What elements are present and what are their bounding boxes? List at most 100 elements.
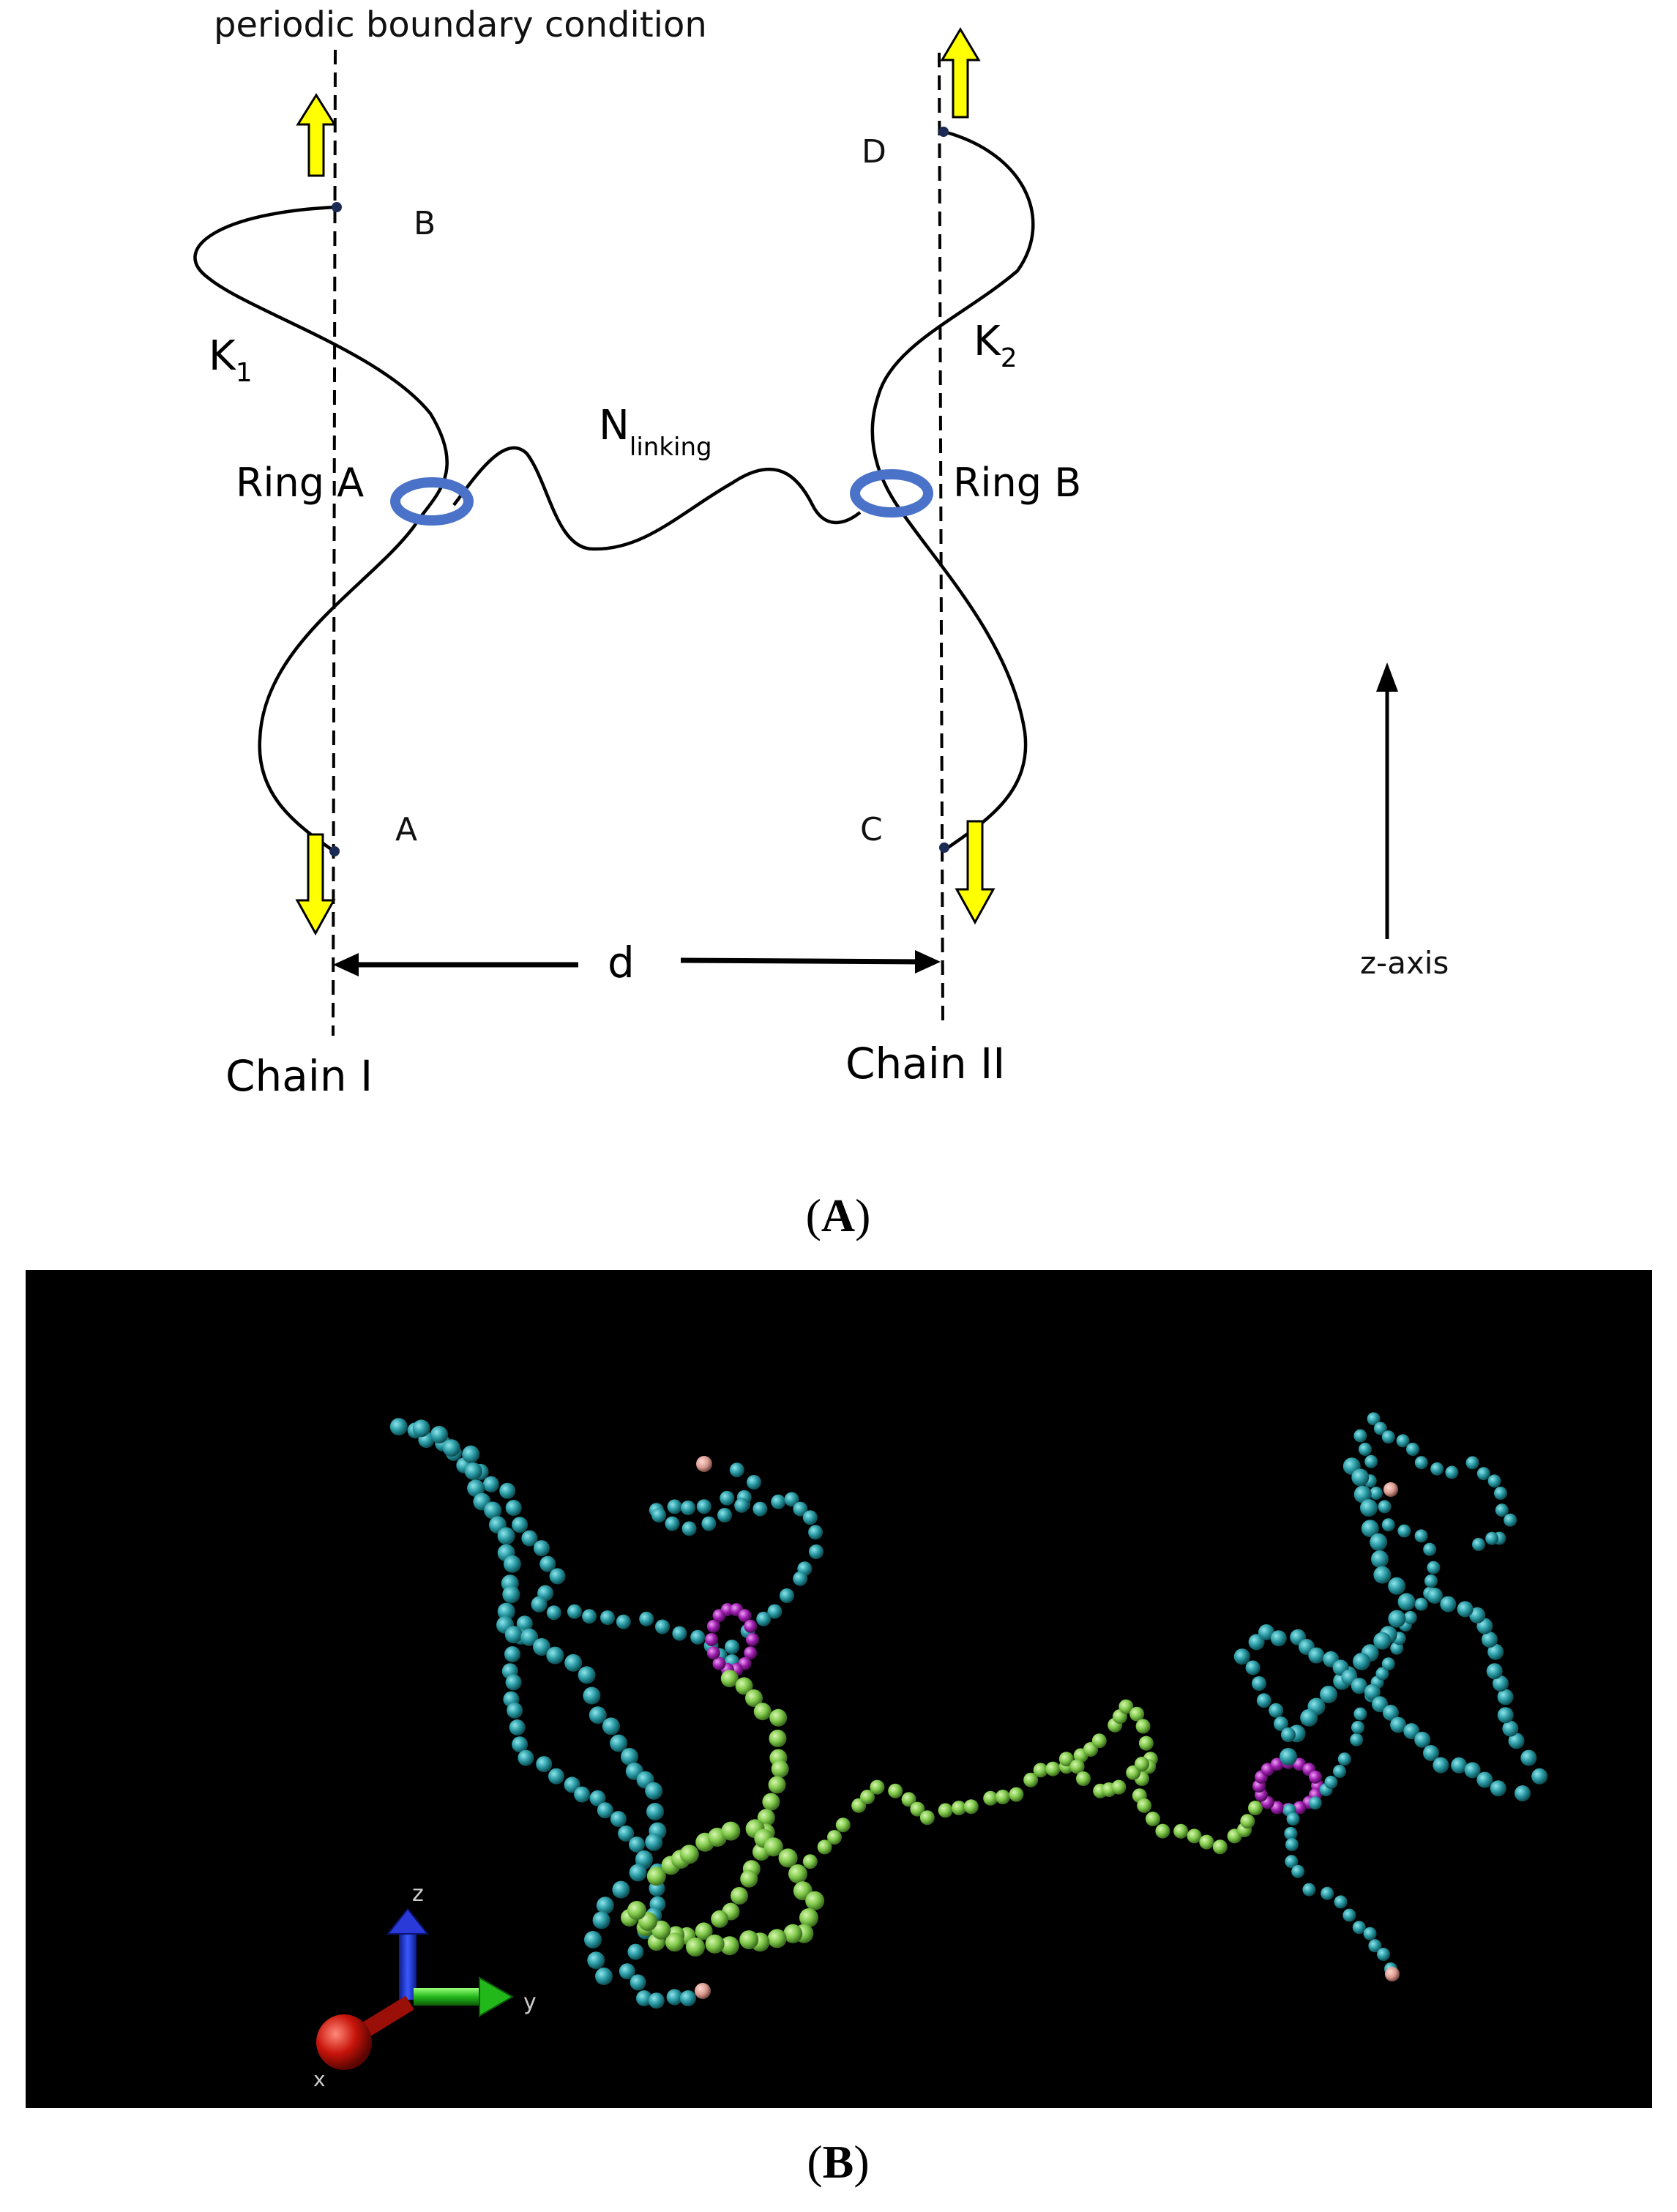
linker-bead xyxy=(1155,1823,1170,1839)
chain-1-bead xyxy=(533,1638,550,1656)
chain-2-bead xyxy=(1258,1624,1274,1640)
linker-bead xyxy=(720,1670,739,1688)
ring-b-shape xyxy=(850,469,933,517)
chain-2-bead xyxy=(1320,1686,1337,1703)
chain-2-bead xyxy=(1285,1838,1299,1851)
caption-b: (B) xyxy=(807,2136,869,2188)
panel-b: z y x (B) xyxy=(26,1270,1652,2188)
chain-1-bead xyxy=(516,1615,533,1632)
linker-bead xyxy=(1058,1752,1074,1767)
chain-2-bead xyxy=(1465,1456,1479,1470)
linker-bead xyxy=(817,1839,832,1855)
chain-2-bead xyxy=(1351,1678,1367,1695)
linker-bead xyxy=(1135,1719,1151,1734)
distance-label: d xyxy=(608,938,635,987)
chain-1-bead xyxy=(536,1756,553,1773)
chain-1-bead xyxy=(464,1462,482,1480)
chain-1-bead xyxy=(602,1717,620,1735)
chain-2-bead xyxy=(1433,1757,1449,1774)
chain-1-bead xyxy=(597,1802,613,1819)
chain-2-bead xyxy=(1390,1716,1407,1733)
chain-2-bead xyxy=(1274,1716,1288,1731)
chain-1-bead xyxy=(596,1897,614,1915)
chain-2-bead xyxy=(1414,1731,1431,1748)
chain-2-bead xyxy=(1502,1720,1519,1737)
chain-1-bead xyxy=(612,1880,630,1899)
chain-2-bead xyxy=(1423,1542,1437,1556)
chain-2-bead xyxy=(1375,1667,1389,1681)
chain-2-bead xyxy=(1482,1632,1498,1648)
chain-2-bead xyxy=(1397,1524,1411,1538)
chain-2-bead xyxy=(1245,1660,1260,1675)
linker-bead xyxy=(835,1817,851,1833)
bead-chains xyxy=(389,1412,1548,2009)
linker-bead xyxy=(739,1930,759,1950)
chain-1-bead xyxy=(497,1602,515,1621)
z-axis-label: z-axis xyxy=(1360,945,1449,981)
chain-1-bead xyxy=(808,1525,823,1540)
chain-1-bead xyxy=(584,1931,602,1948)
chain-1-bead xyxy=(503,1555,521,1573)
chain-1-bead xyxy=(809,1544,823,1559)
linker-bead xyxy=(860,1790,875,1804)
end-bead xyxy=(696,1456,712,1472)
linker-bead xyxy=(1091,1733,1107,1749)
chain-1-bead xyxy=(627,1943,644,1960)
chain-2-bead xyxy=(1414,1529,1428,1543)
chain-2-bead xyxy=(1485,1531,1499,1545)
ring-a-shape xyxy=(390,477,474,526)
chain-2-bead xyxy=(1361,1520,1379,1538)
chain-2-bead xyxy=(1333,1765,1346,1778)
chain-1-bead xyxy=(497,1527,515,1545)
chain-1-bead xyxy=(533,1540,550,1557)
chain-1-bead xyxy=(484,1501,502,1520)
chain-1-bead xyxy=(582,1609,597,1624)
chain-1-bead xyxy=(646,1803,664,1820)
chain-1-curve xyxy=(193,205,449,852)
k2-label: K2 xyxy=(974,318,1017,373)
label-b: B xyxy=(414,205,436,242)
linker-bead xyxy=(1135,1757,1149,1771)
chain-2-bead xyxy=(1423,1745,1439,1761)
chain-1-bead xyxy=(667,1499,682,1514)
chain-1-bead xyxy=(504,1646,520,1662)
label-d: D xyxy=(862,133,886,171)
chain-1-bead xyxy=(462,1445,480,1463)
linker-bead xyxy=(1111,1779,1127,1795)
linker-bead xyxy=(757,1809,775,1827)
linker-bead xyxy=(720,1936,739,1956)
ring-a-bead xyxy=(738,1609,752,1623)
label-a: A xyxy=(395,811,417,848)
chain-2-bead xyxy=(1308,1796,1322,1810)
molecular-render-background xyxy=(26,1270,1652,2108)
chain-2-bead xyxy=(1334,1895,1348,1909)
linker-bead xyxy=(901,1792,916,1807)
chain-1-bead xyxy=(512,1736,529,1753)
linker-bead xyxy=(827,1830,842,1845)
linker-bead xyxy=(1199,1834,1214,1850)
ring-a-bead xyxy=(706,1619,720,1633)
chain-2-label: Chain II xyxy=(845,1039,1005,1088)
chain-2-bead xyxy=(1493,1675,1509,1692)
linker-bead xyxy=(952,1801,966,1815)
ring-a-bead xyxy=(705,1633,718,1646)
linker-bead xyxy=(753,1703,772,1721)
ring-b-bead xyxy=(1270,1757,1284,1771)
linker-bead xyxy=(870,1779,885,1795)
distance-arrow xyxy=(333,950,941,976)
linker-bead xyxy=(983,1790,998,1806)
chain-2-bead xyxy=(1487,1474,1501,1488)
chain-1-bead xyxy=(720,1490,735,1506)
end-bead xyxy=(695,1983,711,1999)
chain-1-bead xyxy=(512,1517,529,1533)
z-axis-arrow xyxy=(1376,662,1398,939)
chain-1-bead xyxy=(564,1654,583,1672)
force-arrow-c-down-icon xyxy=(955,820,996,925)
chain-1-bead xyxy=(505,1674,522,1691)
chain-1-bead xyxy=(629,1864,647,1882)
linker-bead xyxy=(1138,1735,1154,1751)
linker-bead xyxy=(740,1869,758,1888)
chain-1-bead xyxy=(546,1605,561,1621)
chain-1-bead xyxy=(681,1501,695,1515)
chain-2-bead xyxy=(1342,1908,1356,1922)
